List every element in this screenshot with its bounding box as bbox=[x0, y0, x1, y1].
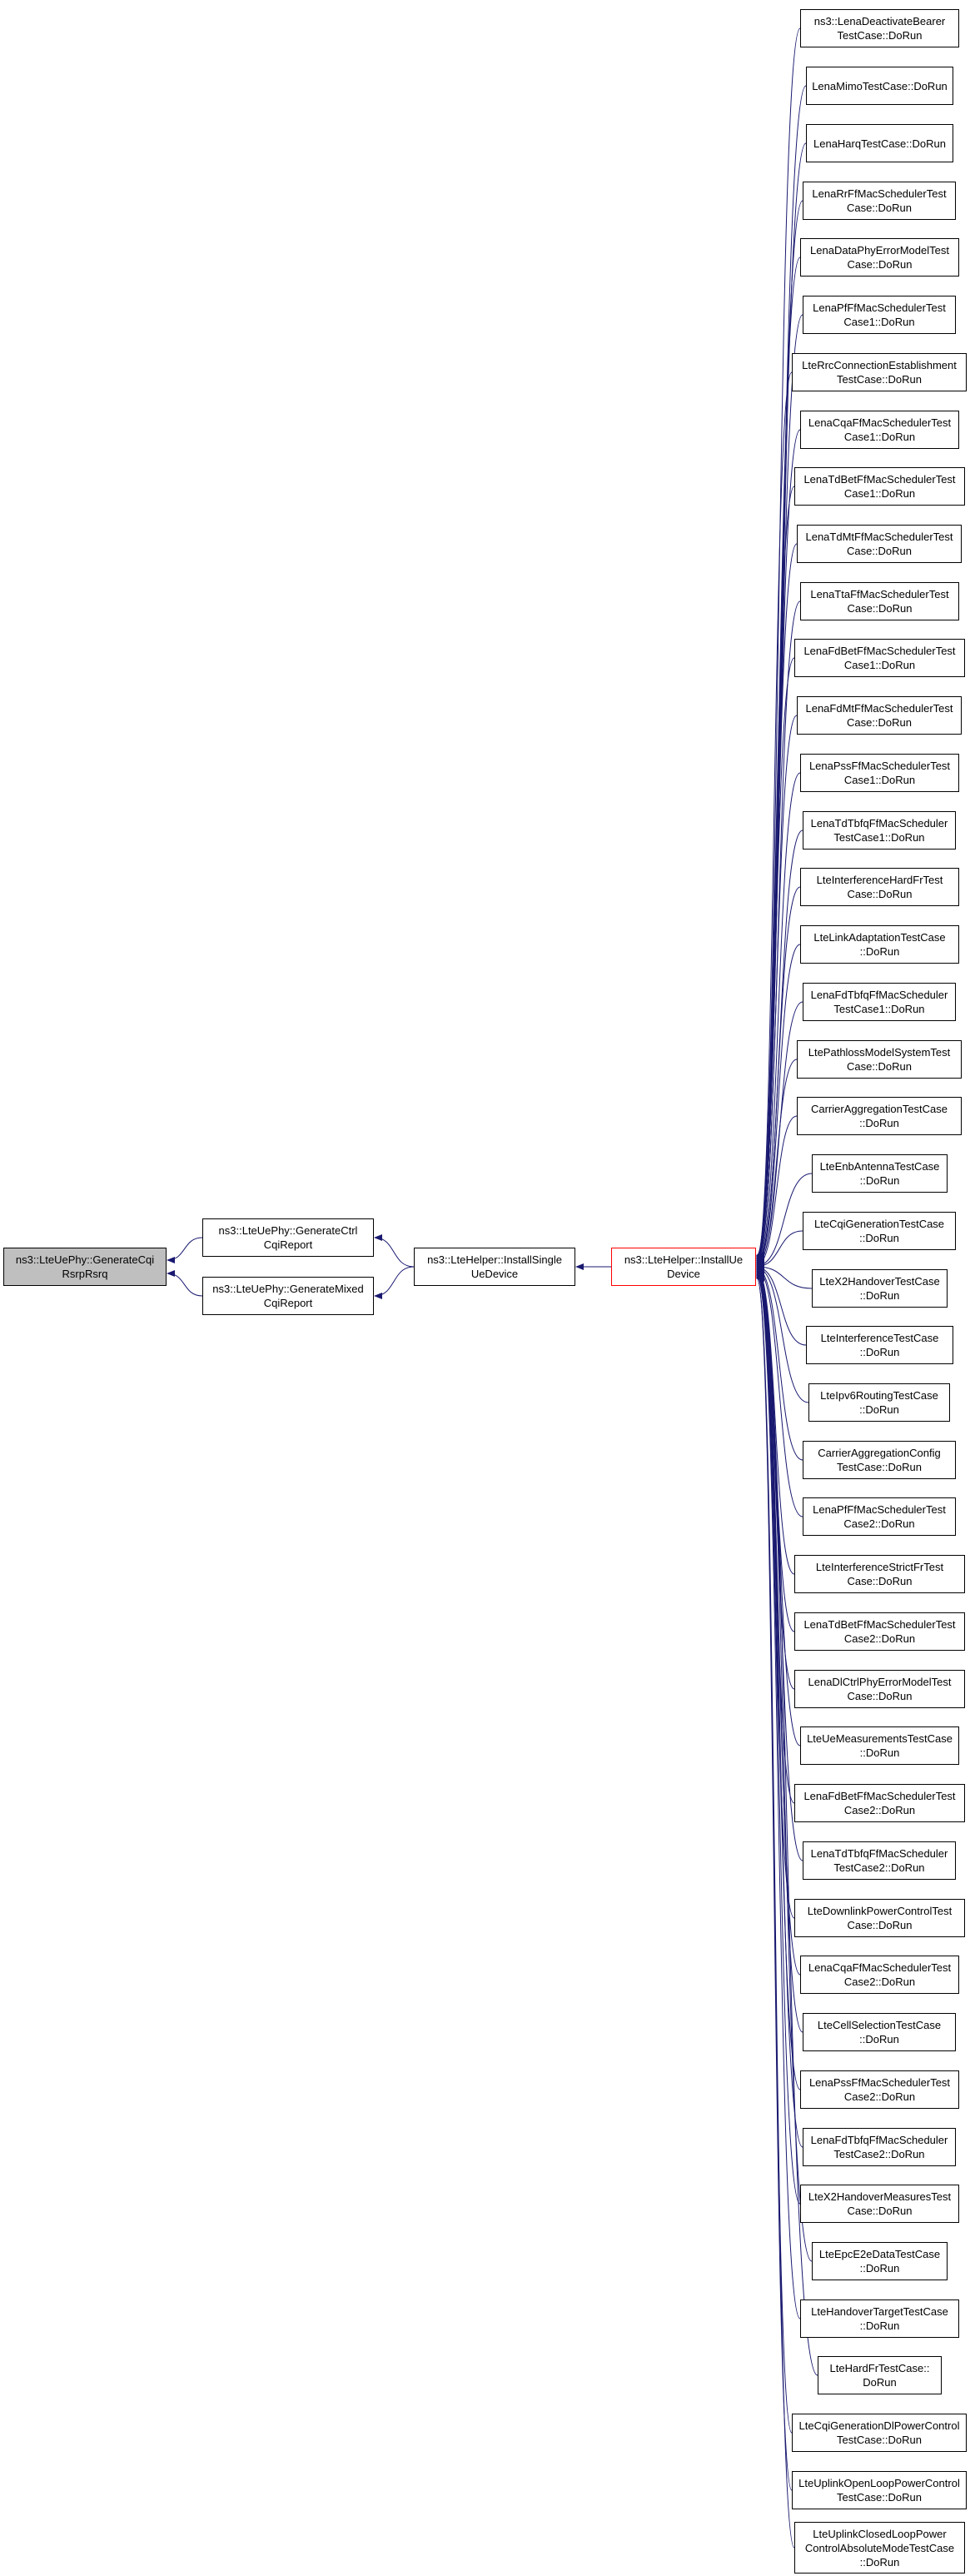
caller-node[interactable]: LteIpv6RoutingTestCase ::DoRun bbox=[808, 1383, 950, 1422]
caller-node[interactable]: LenaFdBetFfMacSchedulerTest Case1::DoRun bbox=[794, 639, 965, 677]
caller-node[interactable]: LteRrcConnectionEstablishment TestCase::… bbox=[792, 353, 967, 391]
caller-node[interactable]: LteEpcE2eDataTestCase ::DoRun bbox=[812, 2242, 948, 2280]
edge-install-single-to-mixed bbox=[374, 1266, 415, 1299]
caller-node[interactable]: LenaDataPhyErrorModelTest Case::DoRun bbox=[800, 238, 959, 277]
edge-caller-to-install-ue bbox=[756, 1275, 795, 2549]
caller-node[interactable]: LteEnbAntennaTestCase ::DoRun bbox=[812, 1154, 948, 1193]
edge-caller-to-install-ue bbox=[756, 1264, 809, 1403]
edge-caller-to-install-ue bbox=[756, 1173, 813, 1269]
edge-caller-to-install-ue bbox=[756, 257, 801, 1260]
caller-node[interactable]: LteCellSelectionTestCase ::DoRun bbox=[803, 2013, 956, 2051]
edge-caller-to-install-ue bbox=[756, 772, 801, 1265]
caller-node[interactable]: LteUeMeasurementsTestCase ::DoRun bbox=[800, 1726, 959, 1765]
edge-caller-to-install-ue bbox=[756, 1265, 803, 1517]
edge-caller-to-install-ue bbox=[756, 27, 801, 1258]
node-install-ue-device[interactable]: ns3::LteHelper::InstallUe Device bbox=[611, 1248, 756, 1286]
edge-caller-to-install-ue bbox=[756, 486, 795, 1263]
caller-node[interactable]: LteInterferenceStrictFrTest Case::DoRun bbox=[794, 1555, 965, 1593]
caller-node[interactable]: LenaFdMtFfMacSchedulerTest Case::DoRun bbox=[797, 696, 962, 735]
caller-node[interactable]: LteInterferenceTestCase ::DoRun bbox=[806, 1326, 953, 1364]
caller-node[interactable]: LenaPssFfMacSchedulerTest Case1::DoRun bbox=[800, 754, 959, 792]
edge-caller-to-install-ue bbox=[756, 1266, 795, 1575]
caller-node[interactable]: CarrierAggregationTestCase ::DoRun bbox=[797, 1097, 962, 1135]
node-generate-mixed-cqi-report[interactable]: ns3::LteUePhy::GenerateMixed CqiReport bbox=[202, 1277, 374, 1315]
caller-node[interactable]: LenaRrFfMacSchedulerTest Case::DoRun bbox=[803, 182, 956, 220]
caller-node[interactable]: CarrierAggregationConfig TestCase::DoRun bbox=[803, 1441, 956, 1479]
caller-node[interactable]: ns3::LenaDeactivateBearer TestCase::DoRu… bbox=[800, 9, 959, 47]
caller-node[interactable]: LenaFdTbfqFfMacScheduler TestCase1::DoRu… bbox=[803, 983, 956, 1021]
caller-node[interactable]: LteUplinkOpenLoopPowerControl TestCase::… bbox=[792, 2471, 967, 2509]
edge-caller-to-install-ue bbox=[756, 1272, 801, 2205]
node-generate-ctrl-cqi-report[interactable]: ns3::LteUePhy::GenerateCtrl CqiReport bbox=[202, 1218, 374, 1257]
node-generate-cqi-rsrp-rsrq: ns3::LteUePhy::GenerateCqi RsrpRsrq bbox=[3, 1248, 167, 1286]
edge-caller-to-install-ue bbox=[756, 1265, 803, 1461]
caller-node[interactable]: LenaTdBetFfMacSchedulerTest Case2::DoRun bbox=[794, 1612, 965, 1651]
caller-node[interactable]: LteInterferenceHardFrTest Case::DoRun bbox=[800, 868, 959, 906]
caller-node[interactable]: LenaFdBetFfMacSchedulerTest Case2::DoRun bbox=[794, 1784, 965, 1822]
caller-node[interactable]: LenaCqaFfMacSchedulerTest Case2::DoRun bbox=[800, 1956, 959, 1994]
caller-node[interactable]: LteX2HandoverTestCase ::DoRun bbox=[812, 1269, 948, 1308]
edge-caller-to-install-ue bbox=[756, 1263, 807, 1346]
caller-node[interactable]: LenaTdTbfqFfMacScheduler TestCase1::DoRu… bbox=[803, 811, 956, 850]
caller-node[interactable]: LteCqiGenerationTestCase ::DoRun bbox=[803, 1212, 956, 1250]
edge-caller-to-install-ue bbox=[756, 657, 795, 1264]
edge-caller-to-install-ue bbox=[756, 886, 801, 1267]
caller-node[interactable]: LenaPssFfMacSchedulerTest Case2::DoRun bbox=[800, 2070, 959, 2109]
caller-node[interactable]: LteX2HandoverMeasuresTest Case::DoRun bbox=[800, 2185, 959, 2223]
caller-node[interactable]: LteCqiGenerationDlPowerControl TestCase:… bbox=[792, 2414, 967, 2452]
edge-caller-to-install-ue bbox=[756, 1273, 801, 2319]
caller-node[interactable]: LenaDlCtrlPhyErrorModelTest Case::DoRun bbox=[794, 1670, 965, 1708]
caller-node[interactable]: LenaHarqTestCase::DoRun bbox=[806, 124, 953, 162]
edge-caller-to-install-ue bbox=[756, 1263, 813, 1289]
caller-node[interactable]: LenaTdTbfqFfMacScheduler TestCase2::DoRu… bbox=[803, 1841, 956, 1880]
caller-node[interactable]: LenaFdTbfqFfMacScheduler TestCase2::DoRu… bbox=[803, 2128, 956, 2166]
caller-node[interactable]: LenaTdMtFfMacSchedulerTest Case::DoRun bbox=[797, 525, 962, 563]
caller-node[interactable]: LenaPfFfMacSchedulerTest Case2::DoRun bbox=[803, 1497, 956, 1536]
caller-node[interactable]: LteUplinkClosedLoopPower ControlAbsolute… bbox=[794, 2522, 965, 2574]
caller-node[interactable]: LteHardFrTestCase:: DoRun bbox=[818, 2356, 942, 2394]
caller-node[interactable]: LenaPfFfMacSchedulerTest Case1::DoRun bbox=[803, 296, 956, 334]
caller-node[interactable]: LenaCqaFfMacSchedulerTest Case1::DoRun bbox=[800, 411, 959, 449]
edge-caller-to-install-ue bbox=[756, 1059, 798, 1268]
edge-caller-to-install-ue bbox=[756, 715, 798, 1265]
caller-node[interactable]: LenaTdBetFfMacSchedulerTest Case1::DoRun bbox=[794, 467, 965, 506]
edge-caller-to-install-ue bbox=[756, 944, 801, 1267]
caller-node[interactable]: LenaTtaFfMacSchedulerTest Case::DoRun bbox=[800, 582, 959, 620]
caller-node[interactable]: LteHandoverTargetTestCase ::DoRun bbox=[800, 2299, 959, 2338]
caller-node[interactable]: LteLinkAdaptationTestCase ::DoRun bbox=[800, 925, 959, 964]
edge-install-single-to-ctrl bbox=[374, 1234, 415, 1268]
edge-caller-to-install-ue bbox=[756, 1270, 803, 2033]
edge-caller-to-install-ue bbox=[756, 1273, 813, 2262]
edge-caller-to-install-ue bbox=[756, 1272, 803, 2148]
node-install-single-ue-device[interactable]: ns3::LteHelper::InstallSingle UeDevice bbox=[414, 1248, 575, 1286]
edge-caller-to-install-ue bbox=[756, 371, 793, 1262]
edge-caller-to-install-ue bbox=[756, 1115, 798, 1268]
caller-node[interactable]: LenaMimoTestCase::DoRun bbox=[806, 67, 953, 105]
edge-mixed-to-focus bbox=[167, 1270, 203, 1297]
caller-node[interactable]: LtePathlossModelSystemTest Case::DoRun bbox=[797, 1040, 962, 1079]
caller-node[interactable]: LteDownlinkPowerControlTest Case::DoRun bbox=[794, 1899, 965, 1937]
edge-ctrl-to-focus bbox=[167, 1237, 203, 1263]
